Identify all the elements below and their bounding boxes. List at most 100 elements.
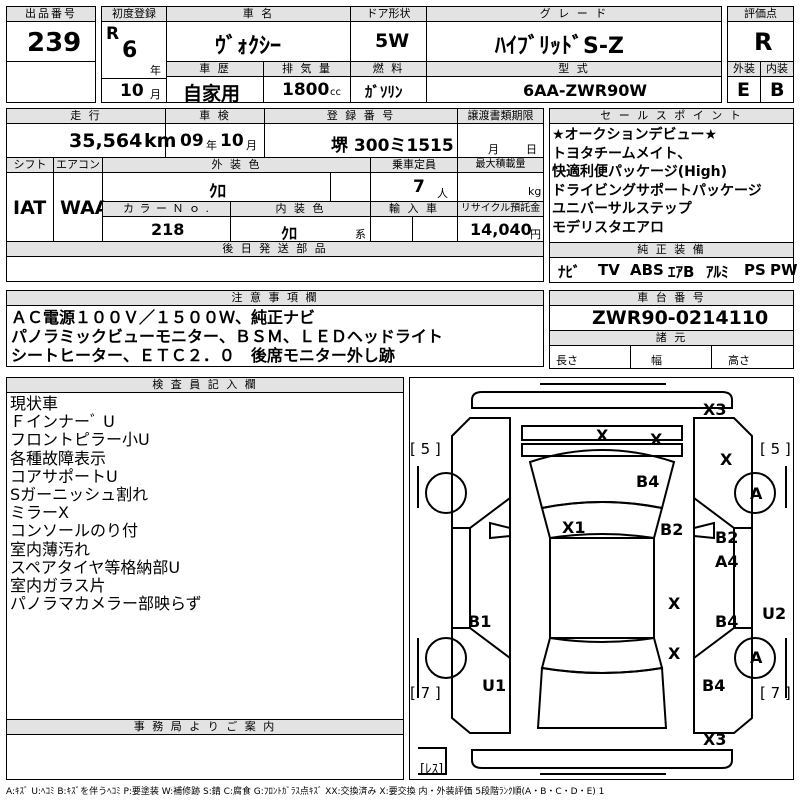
damage-mark: B4 [702, 676, 726, 695]
panel-bracket: [ 5 ] [760, 440, 791, 458]
mileage-cell: 35,564 km [6, 123, 176, 158]
recycle-value: 14,040 [470, 220, 532, 239]
model-label: 型 式 [426, 61, 722, 77]
office-info-label: 事 務 局 よ り ご 案 内 [6, 719, 404, 735]
inspection-month-unit: 月 [246, 139, 257, 152]
mileage-value: 35,564 [69, 130, 143, 152]
door-value: 5W [375, 30, 410, 52]
interior-grade-cell: B [760, 76, 794, 103]
reg-month: 10 [120, 81, 144, 101]
reg-month-cell: 10 月 [101, 78, 167, 103]
interior-color-value: ｸﾛ [281, 224, 298, 243]
office-info-cell [6, 734, 404, 780]
model-cell: 6AA-ZWR90W [426, 76, 722, 103]
inspector-note: Sガーニッシュ割れ [10, 485, 149, 505]
width-label: 幅 [651, 354, 662, 367]
damage-mark: X [650, 430, 663, 449]
damage-mark: U2 [762, 604, 787, 623]
car-name: ｳﾞｫｸｼｰ [215, 34, 282, 59]
grade-label: グ レ ー ド [426, 6, 722, 22]
first-registration-label: 初度登録 [101, 6, 167, 22]
chassis-number: ZWR90-0214110 [592, 307, 769, 329]
score-cell: R [727, 21, 794, 62]
damage-mark: X3 [703, 730, 727, 749]
sales-points-label: セ ー ル ス ポ イ ン ト [549, 108, 794, 124]
reg-month-unit: 月 [150, 88, 161, 101]
shift-cell: IAT [6, 172, 54, 242]
inspector-note: Ｆインナーﾞ U [10, 412, 115, 432]
plate-cell: 堺 300ミ1515 [264, 123, 458, 158]
spare-tire-bracket: [ﾚｽ] [420, 762, 444, 777]
mileage-label: 走 行 [6, 108, 166, 124]
inspector-note: ミラーX [10, 503, 69, 523]
equip-pw: PW [770, 261, 798, 279]
interior-color-label: 内 装 色 [230, 201, 371, 217]
caution-line: ＡＣ電源１００Ｖ／１５００Ｗ、純正ナビ [11, 308, 316, 327]
inspector-note: フロントピラー小U [10, 430, 150, 450]
recycle-label: リサイクル預託金 [457, 201, 544, 217]
import-cell [370, 216, 458, 242]
interior-grade-label: 内装 [760, 61, 794, 77]
first-registration-cell: R 6 年 [101, 21, 167, 79]
damage-mark: X [668, 644, 681, 663]
color-number-cell: 218 [102, 216, 231, 242]
model-value: 6AA-ZWR90W [523, 81, 648, 100]
capacity-label: 乗車定員 [370, 157, 458, 173]
plate-label: 登 録 番 号 [264, 108, 458, 124]
score-value: R [754, 28, 773, 56]
displacement-value: 1800 [282, 80, 330, 100]
aircon-value: WAA [60, 197, 110, 219]
sales-point: ユニバーサルステップ [552, 201, 692, 218]
damage-diagram: X3 X X X B4 A X1 B2 B2 A4 B1 X B4 U2 X A… [409, 377, 794, 780]
lot-number: 239 [27, 28, 82, 58]
length-cell: 長さ [549, 345, 631, 369]
displacement-unit: cc [330, 87, 341, 98]
capacity-cell: 7 人 [370, 172, 458, 202]
color-value: ｸﾛ [209, 182, 226, 202]
factory-equipment-cell: ﾅﾋﾞ TV ABS ｴｱB ｱﾙﾐ PS PW [549, 257, 798, 283]
width-cell: 幅 [630, 345, 712, 369]
aircon-label: エアコン [53, 157, 103, 173]
recycle-unit: 円 [530, 228, 541, 241]
chassis-cell: ZWR90-0214110 [549, 305, 794, 331]
interior-color-unit: 系 [355, 228, 366, 241]
caution-cell: ＡＣ電源１００Ｖ／１５００Ｗ、純正ナビ パノラミックビューモニター、ＢＳＭ、ＬＥ… [6, 305, 544, 367]
inspector-note: 各種故障表示 [10, 448, 107, 468]
import-cell-divider [412, 216, 413, 242]
damage-mark: A [750, 484, 763, 503]
sales-point: トヨタチームメイト、 [552, 145, 692, 162]
fuel-label: 燃 料 [350, 61, 427, 77]
interior-grade: B [770, 79, 785, 101]
shift-value: IAT [13, 197, 47, 219]
capacity-unit: 人 [437, 187, 448, 200]
sales-point: 快適利便パッケージ(High) [552, 164, 728, 181]
import-label: 輸 入 車 [370, 201, 458, 217]
car-name-label: 車 名 [166, 6, 351, 22]
damage-mark: X3 [703, 400, 727, 419]
caution-line: パノラミックビューモニター、ＢＳＭ、ＬＥＤヘッドライト [11, 327, 443, 346]
equip-tv: TV [598, 261, 620, 279]
door-label: ドア形状 [350, 6, 427, 22]
damage-mark: B4 [715, 612, 739, 631]
sales-point: ★オークションデビュー★ [552, 127, 718, 143]
inspector-notes-cell: 現状車 Ｆインナーﾞ U フロントピラー小U 各種故障表示 コアサポートU Sガ… [6, 392, 404, 720]
reg-year: 6 [122, 38, 138, 63]
lot-spare-cell [6, 61, 96, 103]
chassis-label: 車 台 番 号 [549, 290, 794, 306]
panel-bracket: [ 7 ] [760, 684, 791, 702]
inspector-notes-label: 検 査 員 記 入 欄 [6, 377, 404, 393]
grade-value: ﾊｲﾌﾞﾘｯﾄﾞS-Z [495, 34, 624, 59]
grade-cell: ﾊｲﾌﾞﾘｯﾄﾞS-Z [426, 21, 722, 62]
max-load-unit: kg [528, 185, 542, 198]
caution-line: シートヒーター、ＥＴＣ２．０ 後席モニター外し跡 [11, 346, 395, 365]
inspection-cell: 09 年 10 月 [165, 123, 265, 158]
plate-value: 堺 300ミ1515 [331, 136, 454, 156]
lot-number-cell: 239 [6, 21, 96, 62]
recycle-cell: 14,040 円 [457, 216, 544, 242]
damage-mark: X [596, 426, 609, 445]
car-name-cell: ｳﾞｫｸｼｰ [166, 21, 351, 62]
displacement-label: 排 気 量 [263, 61, 351, 77]
capacity-value: 7 [413, 177, 425, 197]
inspector-note: スペアタイヤ等格納部U [10, 557, 181, 577]
color-number: 218 [151, 220, 185, 239]
